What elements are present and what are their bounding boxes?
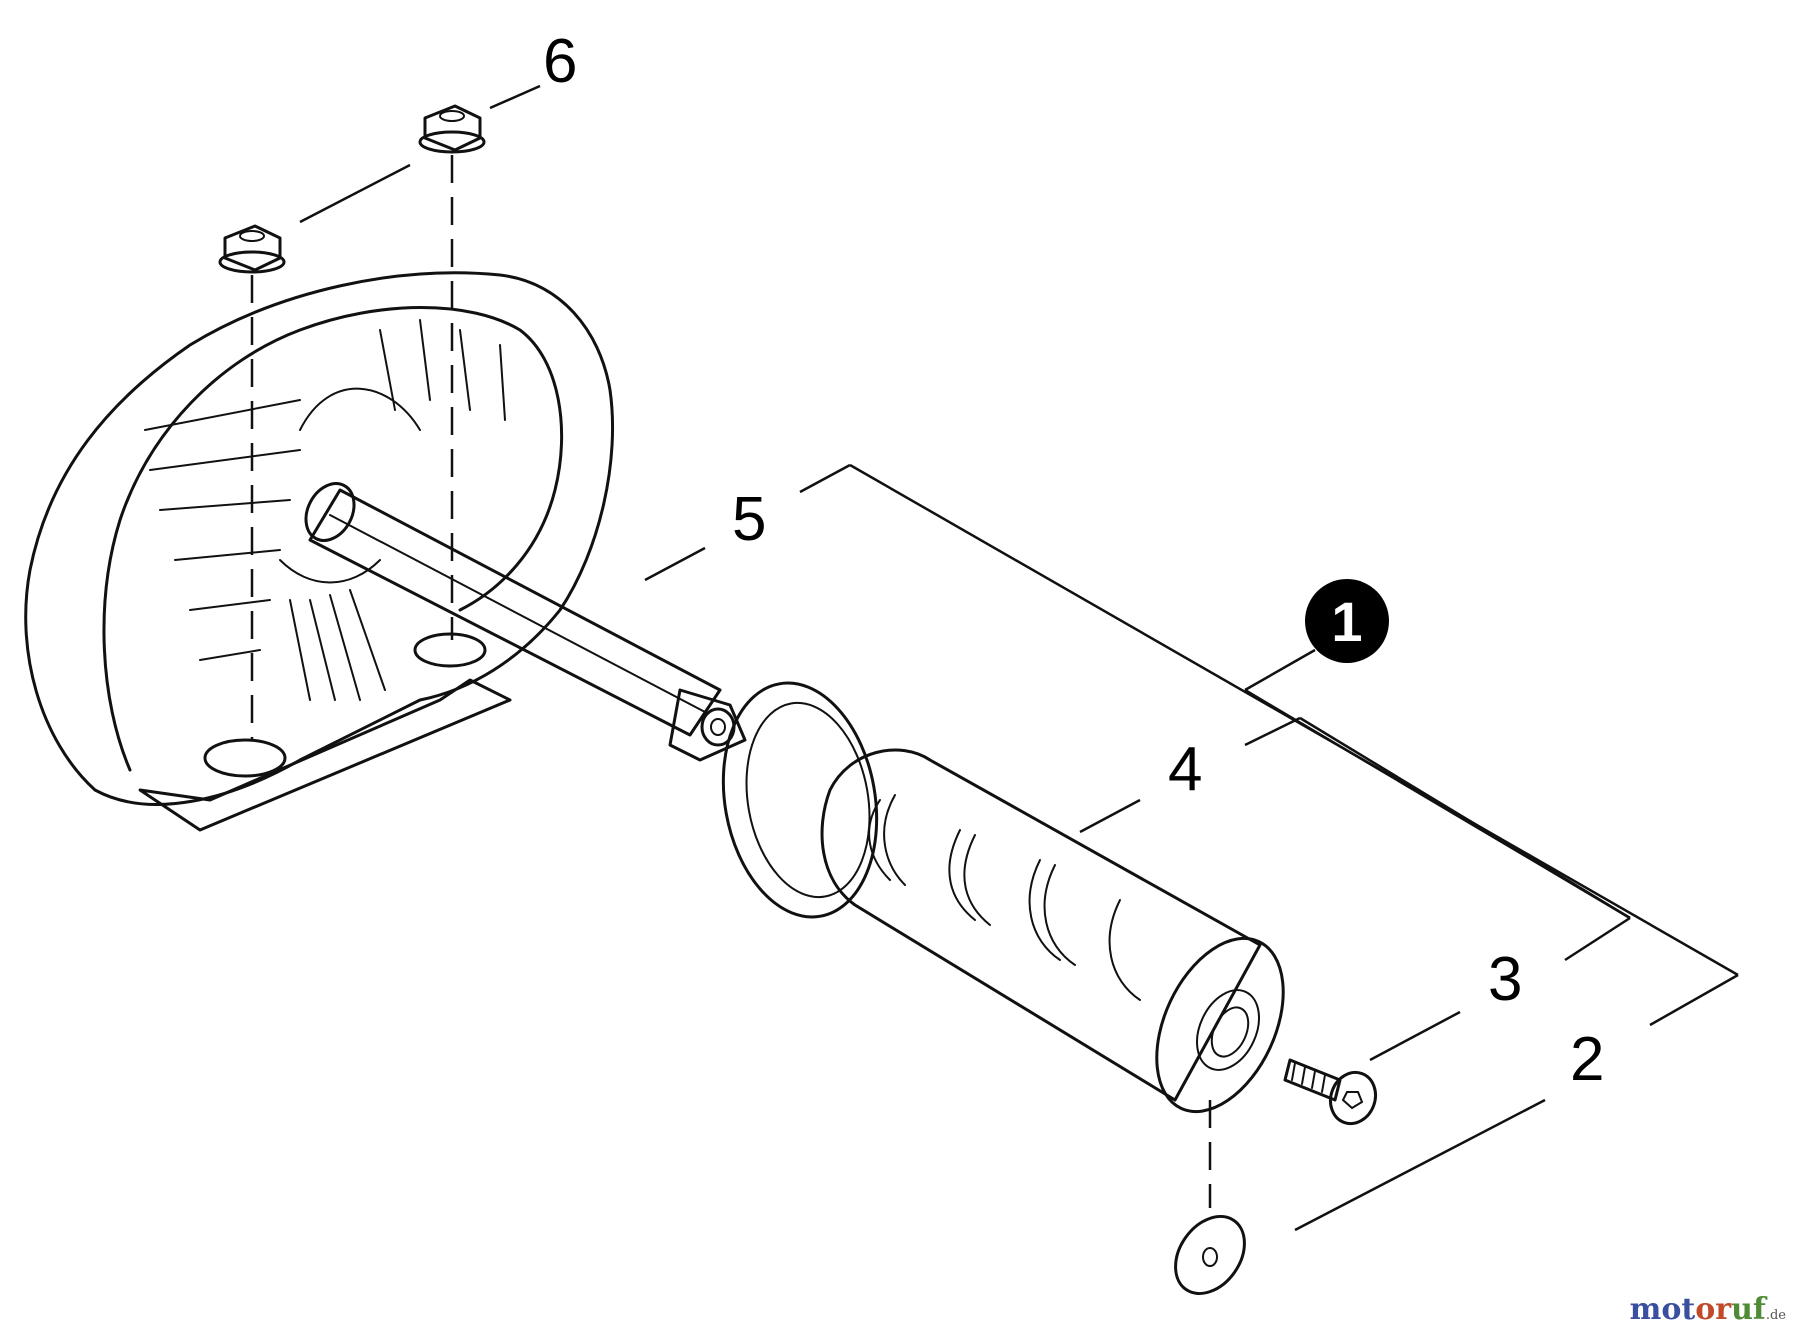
callout-6: 6	[543, 27, 577, 96]
socket-screw	[1283, 1058, 1378, 1126]
bracket-4	[1299, 716, 1631, 920]
callout-3: 3	[1488, 945, 1522, 1014]
callout-4: 4	[1168, 735, 1202, 804]
watermark-tld: .de	[1765, 1308, 1786, 1323]
handle-grip	[721, 681, 1285, 1114]
assembly-badge: 1	[1305, 579, 1389, 663]
leader-2-upper	[1649, 973, 1739, 1027]
leader-3-upper	[1564, 916, 1631, 962]
watermark-part1: mot	[1629, 1292, 1696, 1327]
leader-6-upper	[489, 84, 541, 110]
leader-3-lower	[1369, 1010, 1461, 1062]
leader-4-upper	[1244, 716, 1301, 747]
callout-2: 2	[1570, 1025, 1604, 1094]
leader-4-lower	[1079, 798, 1141, 834]
handle-bracket-housing	[24, 271, 747, 832]
flange-nut-right	[418, 104, 486, 154]
callout-5: 5	[732, 485, 766, 554]
watermark-part3: uf	[1731, 1292, 1766, 1327]
leader-5-top	[799, 463, 851, 494]
watermark-logo: motoruf.de	[1630, 1292, 1786, 1327]
leader-6-lower	[299, 163, 411, 224]
callout-1: 1	[1331, 590, 1362, 653]
watermark-part2: or	[1695, 1292, 1732, 1327]
washer	[1174, 1215, 1246, 1295]
leader-1	[1244, 648, 1316, 692]
leader-2-lower	[1294, 1098, 1546, 1232]
flange-nut-left	[218, 224, 286, 274]
leader-5	[644, 546, 706, 582]
